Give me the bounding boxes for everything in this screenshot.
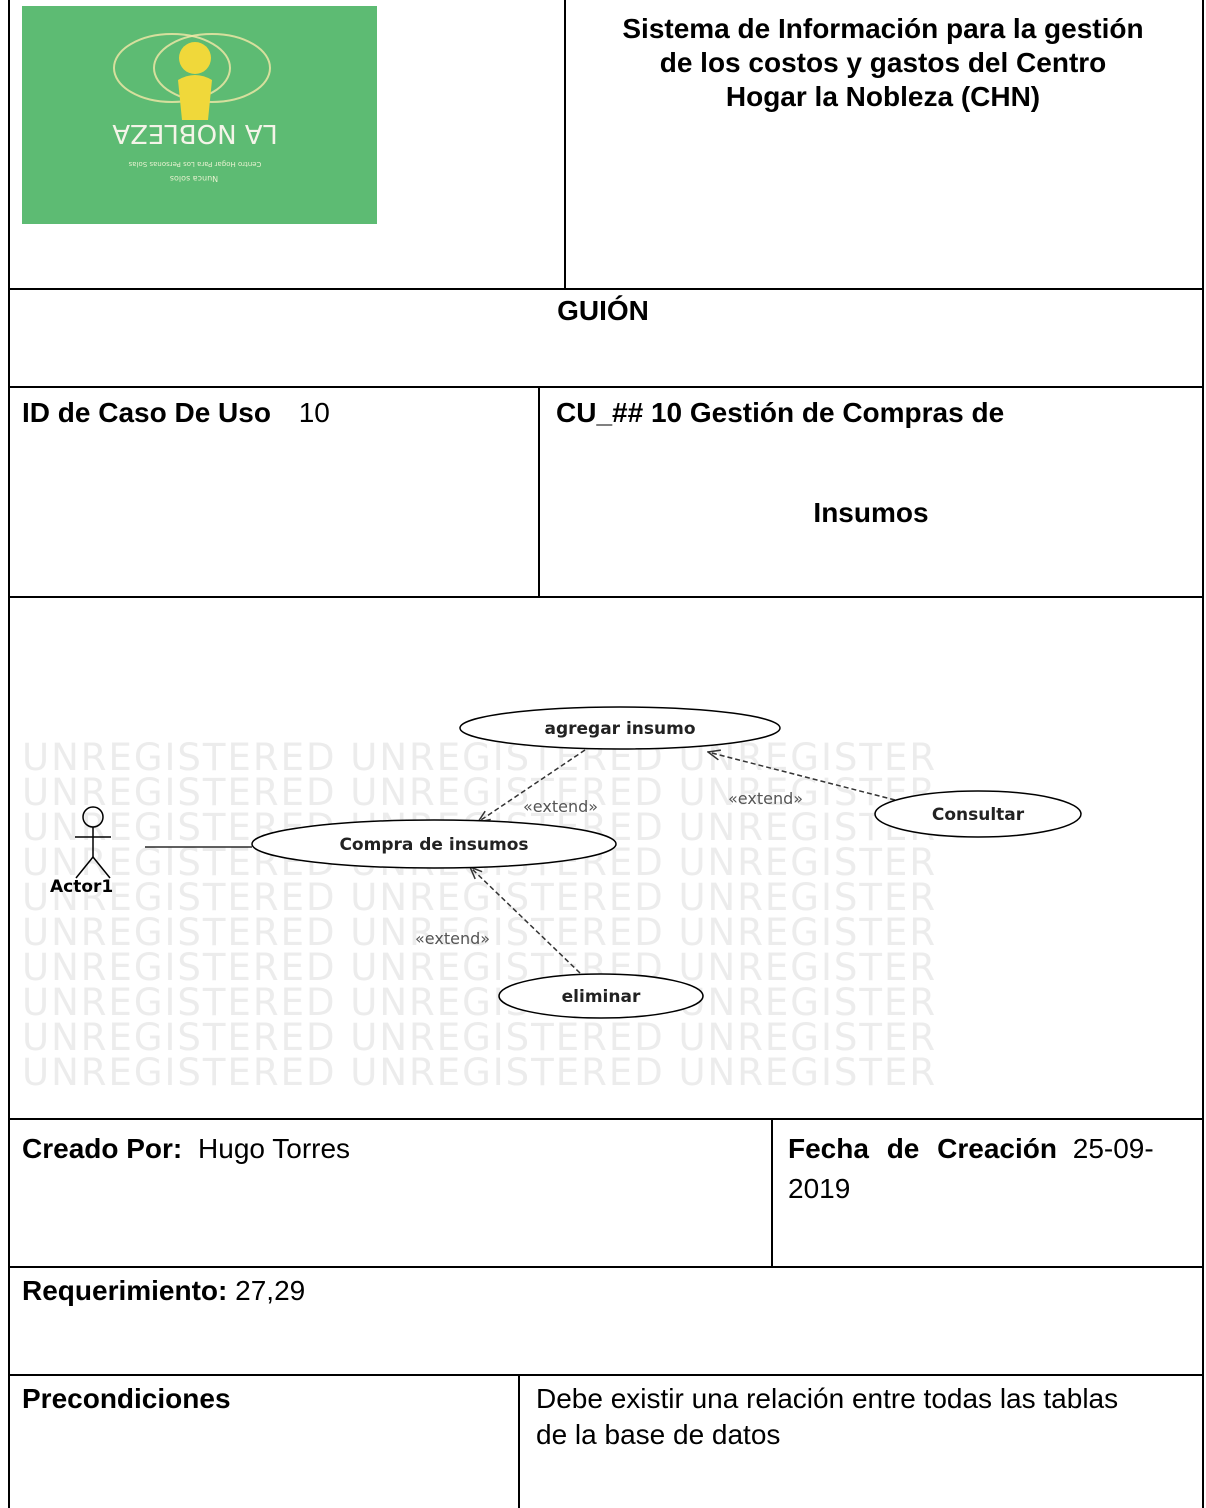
use-case-label-add: agregar insumo <box>544 719 695 739</box>
title-line: de los costos y gastos del Centro <box>659 47 1107 78</box>
creation-date-label: Fecha de Creación <box>788 1133 1057 1164</box>
row-divider-diagram <box>8 1118 1204 1120</box>
col-divider-header <box>564 0 566 290</box>
watermark-line: UNREGISTERED UNREGISTERED UNREGISTER <box>22 1016 937 1059</box>
extend-label-add: «extend» <box>523 797 598 816</box>
created-by: Creado Por: Hugo Torres <box>22 1132 350 1166</box>
watermark-line: UNREGISTERED UNREGISTERED UNREGISTER <box>22 911 937 954</box>
creation-date: Fecha de Creación 25-09- <box>788 1132 1154 1166</box>
extend-arrow-add <box>478 749 586 822</box>
extend-label-delete: «extend» <box>415 929 490 948</box>
row-divider-requirement <box>8 1374 1204 1376</box>
logo-tagline: Centro Hogar Para Los Personas Solas <box>128 160 261 168</box>
use-case-id-label: ID de Caso De Uso <box>22 397 271 428</box>
use-case-ellipse-query <box>874 790 1082 838</box>
watermark-line: UNREGISTERED UNREGISTERED UNREGISTER <box>22 771 937 814</box>
row-divider-created <box>8 1266 1204 1268</box>
use-case-ellipse-delete <box>498 973 704 1019</box>
watermark: UNREGISTERED UNREGISTERED UNREGISTER UNR… <box>22 736 937 1094</box>
title-line: Sistema de Información para la gestión <box>622 13 1144 44</box>
logo: LA NOBLEZA Centro Hogar Para Los Persona… <box>22 6 377 224</box>
use-case-ellipse-main <box>251 819 617 869</box>
logo-text: LA NOBLEZA <box>112 118 278 148</box>
use-case-ellipse-add <box>459 706 781 750</box>
watermark-line: UNREGISTERED UNREGISTERED UNREGISTER <box>22 981 937 1024</box>
preconditions-text-line2: de la base de datos <box>536 1419 781 1450</box>
extend-arrow-query <box>708 752 896 801</box>
row-divider-usecase <box>8 596 1204 598</box>
watermark-line: UNREGISTERED UNREGISTERED UNREGISTER <box>22 1051 937 1094</box>
use-case-label-query: Consultar <box>932 805 1025 825</box>
logo-graphic: LA NOBLEZA Centro Hogar Para Los Persona… <box>112 33 278 183</box>
requirement-label: Requerimiento: <box>22 1275 228 1306</box>
actor-label: Actor1 <box>50 877 113 897</box>
table-border-left <box>8 0 10 1508</box>
watermark-line: UNREGISTERED UNREGISTERED UNREGISTER <box>22 876 937 919</box>
use-case-name-line2: Insumos <box>813 497 929 528</box>
watermark-line: UNREGISTERED UNREGISTERED UNREGISTER <box>22 946 937 989</box>
extend-label-query: «extend» <box>728 789 803 808</box>
created-by-label: Creado Por: <box>22 1133 183 1164</box>
col-divider-preconditions <box>518 1374 520 1508</box>
creation-date-value: 25-09- <box>1072 1133 1154 1164</box>
extend-arrow-delete <box>470 867 581 974</box>
creation-date-year: 2019 <box>788 1173 851 1204</box>
title-line: Hogar la Nobleza (CHN) <box>725 81 1041 112</box>
document-title: Sistema de Información para la gestión d… <box>568 12 1198 114</box>
preconditions-label: Precondiciones <box>22 1383 231 1414</box>
created-by-value: Hugo Torres <box>198 1133 351 1164</box>
use-case-id-value: 10 <box>298 397 330 428</box>
requirement-value: 27,29 <box>235 1275 306 1306</box>
actor-figure <box>75 806 111 879</box>
use-case-label-main: Compra de insumos <box>339 835 528 855</box>
row-divider-header <box>8 288 1204 290</box>
table-border-right <box>1202 0 1204 1508</box>
use-case-name-line1: CU_## 10 Gestión de Compras de <box>556 397 1005 428</box>
guion-heading: GUIÓN <box>557 295 649 326</box>
preconditions-text-line1: Debe existir una relación entre todas la… <box>536 1383 1119 1414</box>
use-case-label-delete: eliminar <box>562 987 641 1007</box>
col-divider-created <box>771 1118 773 1268</box>
use-case-id: ID de Caso De Uso 10 <box>22 396 330 430</box>
col-divider-usecase <box>538 386 540 598</box>
logo-motto: Nunca solos <box>170 174 218 183</box>
row-divider-guion <box>8 386 1204 388</box>
requirement: Requerimiento: 27,29 <box>22 1274 305 1308</box>
